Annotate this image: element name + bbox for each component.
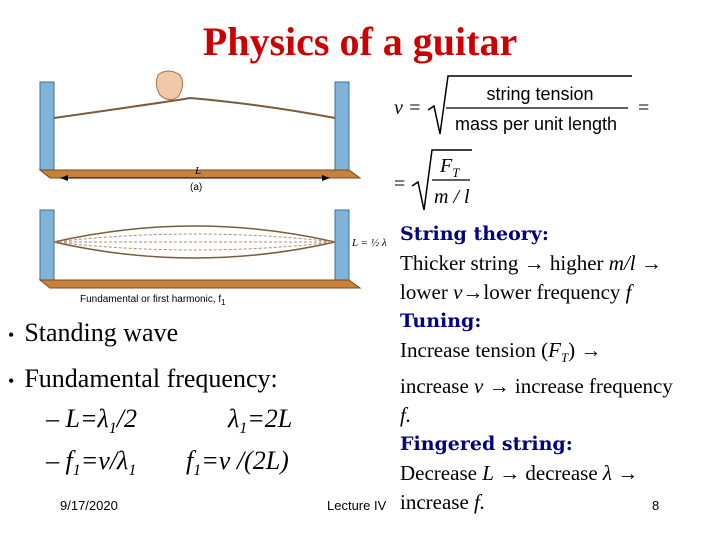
arrow-icon: → xyxy=(523,251,545,275)
guitar-string-figure: L (a) L = ½ λ Fundamental or first harmo… xyxy=(30,70,400,310)
arrow-icon: → xyxy=(499,461,521,486)
slide-title: Physics of a guitar xyxy=(202,19,518,64)
formula-equals2: = xyxy=(394,173,405,195)
formula-numerator: string tension xyxy=(486,84,593,104)
bullet-standing-wave: •Standing wave xyxy=(8,318,179,347)
caption-a: (a) xyxy=(190,182,202,193)
sub-bullet-wavelength: – L=λ1/2 xyxy=(46,404,137,438)
formula-ft: FT xyxy=(439,155,460,180)
line-decrease-l: Decrease L → decrease λ → xyxy=(400,461,639,486)
line-increase-v: increase v → increase frequency xyxy=(400,374,673,399)
heading-tuning: Tuning: xyxy=(400,310,482,332)
sub-bullet-f1: f1=v /(2L) xyxy=(186,446,289,480)
heading-string-theory: String theory: xyxy=(400,223,549,245)
line-increase-tension: Increase tension (FT) → xyxy=(400,338,602,366)
sub-bullet-lambda: λ1=2L xyxy=(228,404,293,438)
arrow-icon: → xyxy=(462,280,484,304)
bullet-fundamental: •Fundamental frequency: xyxy=(8,364,278,393)
line-thicker-string: Thicker string → higher m/l → xyxy=(400,251,662,275)
footer-date: 9/17/2020 xyxy=(60,498,118,513)
wave-speed-formula: v = string tension mass per unit length … xyxy=(390,70,660,220)
formula-equals: = xyxy=(638,97,649,119)
string-diagram: L (a) L = ½ λ Fundamental or first harmo… xyxy=(30,70,400,310)
line-lower-v: lower v→lower frequency f xyxy=(400,280,632,304)
sub-bullet-frequency: – f1=v/λ1 xyxy=(46,446,137,480)
formula-ml: m / l xyxy=(434,186,470,208)
arrow-icon: → xyxy=(488,374,510,399)
fundamental-caption: Fundamental or first harmonic, f1 xyxy=(80,294,226,307)
footer-page: 8 xyxy=(652,498,660,513)
formula-v: v = xyxy=(394,97,421,119)
heading-fingered-string: Fingered string: xyxy=(400,433,573,456)
fundamental-eq: L = ½ λ xyxy=(351,237,387,249)
footer-lecture: Lecture IV xyxy=(327,498,387,513)
arrow-icon: → xyxy=(580,338,602,362)
right-text-panel: String theory: Thicker string → higher m… xyxy=(400,220,720,517)
formula-denominator: mass per unit length xyxy=(455,114,617,134)
line-increase-f: increase f. xyxy=(400,490,486,515)
length-label: L xyxy=(194,165,201,177)
arrow-icon: → xyxy=(640,251,662,275)
arrow-icon: → xyxy=(617,461,639,486)
hand-icon xyxy=(155,70,184,101)
line-f: f. xyxy=(400,403,412,428)
